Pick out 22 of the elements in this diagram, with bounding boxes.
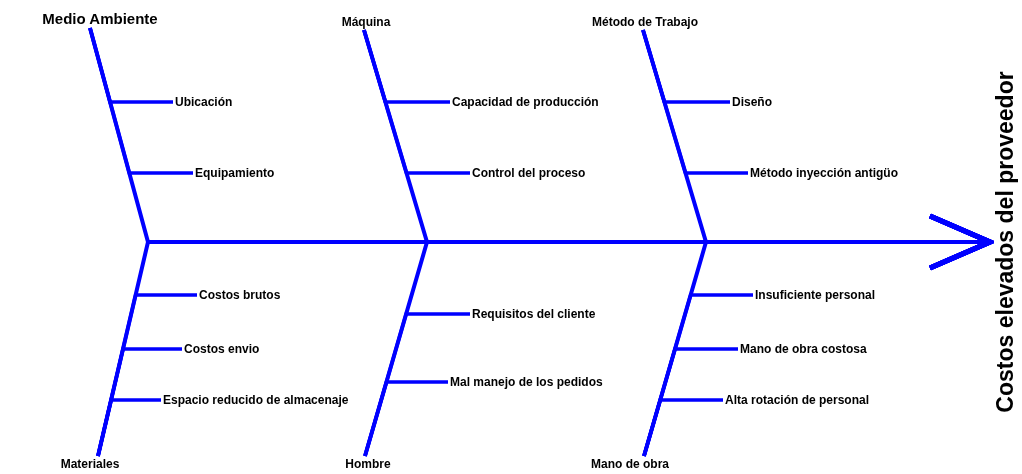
spine-arrow: [642, 213, 993, 457]
category-label: Mano de obra: [591, 456, 669, 472]
cause-label: Diseño: [732, 94, 772, 110]
category-label: Medio Ambiente: [42, 11, 158, 27]
cause-label: Ubicación: [175, 94, 233, 110]
category-label: Hombre: [345, 456, 391, 472]
cause-label: Costos envio: [184, 341, 260, 357]
cause-label: Mano de obra costosa: [740, 341, 867, 357]
cause-label: Espacio reducido de almacenaje: [163, 392, 349, 408]
cause-label: Requisitos del cliente: [472, 306, 596, 322]
effect-label: Costos elevados del proveedor: [992, 17, 1018, 467]
cause-label: Insuficiente personal: [755, 287, 876, 303]
category-label: Máquina: [341, 14, 391, 30]
cause-label: Control del proceso: [472, 165, 586, 181]
cause-label: Método inyección antigüo: [750, 165, 898, 181]
category-label: Materiales: [60, 456, 120, 472]
category-label: Método de Trabajo: [592, 14, 698, 30]
cause-label: Capacidad de producción: [452, 94, 599, 110]
cause-label: Alta rotación de personal: [725, 392, 870, 408]
cause-label: Mal manejo de los pedidos: [450, 374, 603, 390]
cause-label: Costos brutos: [199, 287, 281, 303]
cause-label: Equipamiento: [195, 165, 275, 181]
